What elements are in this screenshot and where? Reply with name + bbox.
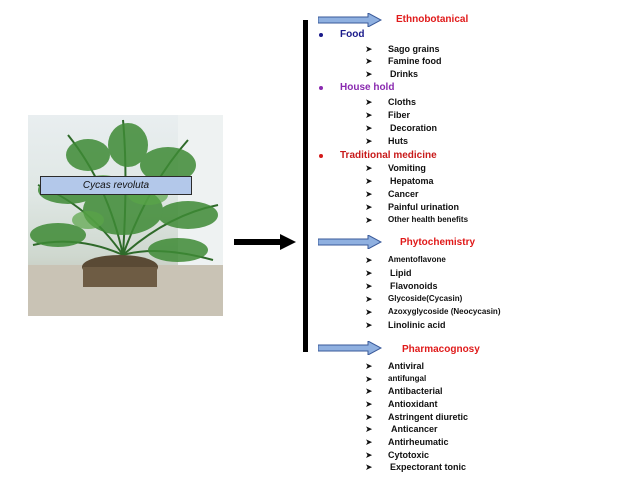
list-item: Decoration bbox=[390, 123, 438, 133]
list-item: Drinks bbox=[390, 69, 419, 79]
list-item: Linolinic acid bbox=[388, 320, 446, 330]
list-item: Antioxidant bbox=[388, 399, 438, 409]
chevron-right-icon: ➤ bbox=[365, 437, 373, 447]
section-title-ethnobotanical: Ethnobotanical bbox=[396, 14, 469, 25]
chevron-right-icon: ➤ bbox=[365, 215, 373, 225]
chevron-right-icon: ➤ bbox=[365, 136, 373, 146]
main-arrow-icon bbox=[234, 234, 296, 250]
category-household: House hold bbox=[340, 82, 395, 93]
chevron-right-icon: ➤ bbox=[365, 450, 373, 460]
list-item: Antiviral bbox=[388, 361, 425, 371]
list-item: Fiber bbox=[388, 110, 411, 120]
list-item: Glycoside(Cycasin) bbox=[388, 294, 463, 303]
list-item: Antirheumatic bbox=[388, 437, 449, 447]
chevron-right-icon: ➤ bbox=[365, 412, 373, 422]
bullet-icon bbox=[319, 33, 323, 37]
category-traditional-medicine: Traditional medicine bbox=[340, 150, 437, 161]
category-food: Food bbox=[340, 29, 365, 40]
list-item: Cytotoxic bbox=[388, 450, 430, 460]
list-item: Other health benefits bbox=[388, 215, 469, 224]
list-item: Expectorant tonic bbox=[390, 462, 467, 472]
section-arrow-icon bbox=[318, 13, 382, 27]
chevron-right-icon: ➤ bbox=[365, 110, 373, 120]
chevron-right-icon: ➤ bbox=[365, 462, 373, 472]
plant-illustration bbox=[28, 115, 223, 316]
vertical-bracket-bar bbox=[303, 20, 308, 352]
list-item: Azoxyglycoside (Neocycasin) bbox=[388, 307, 501, 316]
cycas-photo bbox=[28, 115, 223, 316]
list-item: Flavonoids bbox=[390, 281, 438, 291]
list-item: Astringent diuretic bbox=[388, 412, 469, 422]
list-item: Famine food bbox=[388, 56, 442, 66]
chevron-right-icon: ➤ bbox=[365, 399, 373, 409]
section-arrow-icon bbox=[318, 235, 382, 249]
list-item: Lipid bbox=[390, 268, 412, 278]
list-item: antifungal bbox=[388, 374, 427, 383]
section-title-pharmacognosy: Pharmacognosy bbox=[402, 344, 480, 355]
chevron-right-icon: ➤ bbox=[365, 69, 373, 79]
list-item: Amentoflavone bbox=[388, 255, 446, 264]
list-item: Antibacterial bbox=[388, 386, 443, 396]
bullet-icon bbox=[319, 86, 323, 90]
chevron-right-icon: ➤ bbox=[365, 424, 373, 434]
chevron-right-icon: ➤ bbox=[365, 386, 373, 396]
chevron-right-icon: ➤ bbox=[365, 268, 373, 278]
species-caption: Cycas revoluta bbox=[40, 176, 192, 195]
list-item: Cloths bbox=[388, 97, 416, 107]
chevron-right-icon: ➤ bbox=[365, 123, 373, 133]
list-item: Anticancer bbox=[391, 424, 438, 434]
section-arrow-icon bbox=[318, 341, 382, 355]
list-item: Huts bbox=[388, 136, 408, 146]
chevron-right-icon: ➤ bbox=[365, 97, 373, 107]
list-item: Hepatoma bbox=[390, 176, 434, 186]
chevron-right-icon: ➤ bbox=[365, 255, 373, 265]
list-item: Painful urination bbox=[388, 202, 459, 212]
chevron-right-icon: ➤ bbox=[365, 374, 373, 384]
chevron-right-icon: ➤ bbox=[365, 202, 373, 212]
chevron-right-icon: ➤ bbox=[365, 163, 373, 173]
chevron-right-icon: ➤ bbox=[365, 56, 373, 66]
list-item: Cancer bbox=[388, 189, 419, 199]
chevron-right-icon: ➤ bbox=[365, 307, 373, 317]
list-item: Vomiting bbox=[388, 163, 426, 173]
list-item: Sago grains bbox=[388, 44, 440, 54]
chevron-right-icon: ➤ bbox=[365, 294, 373, 304]
chevron-right-icon: ➤ bbox=[365, 176, 373, 186]
chevron-right-icon: ➤ bbox=[365, 189, 373, 199]
chevron-right-icon: ➤ bbox=[365, 44, 373, 54]
chevron-right-icon: ➤ bbox=[365, 361, 373, 371]
chevron-right-icon: ➤ bbox=[365, 281, 373, 291]
bullet-icon bbox=[319, 154, 323, 158]
chevron-right-icon: ➤ bbox=[365, 320, 373, 330]
section-title-phytochemistry: Phytochemistry bbox=[400, 237, 476, 248]
